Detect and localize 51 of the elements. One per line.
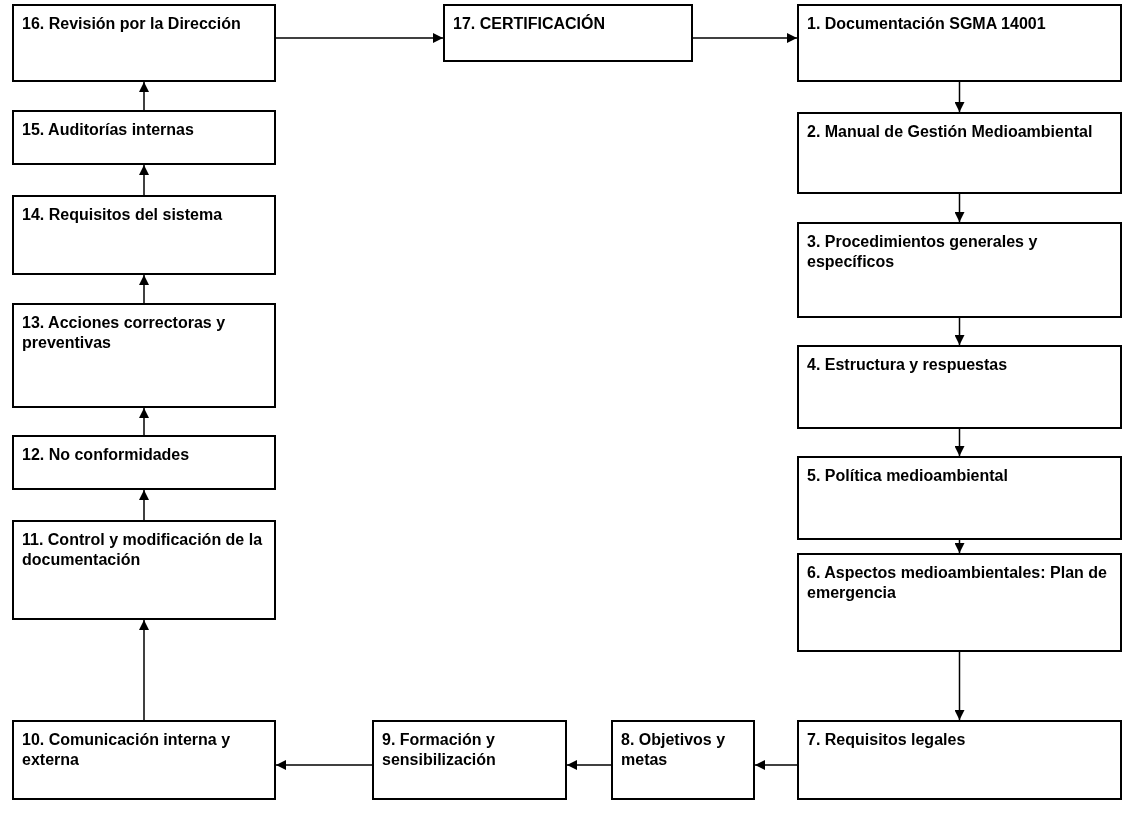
- arrow: [754, 760, 798, 770]
- process-box: [797, 112, 1122, 194]
- process-box: [12, 520, 276, 620]
- arrow: [954, 428, 965, 457]
- arrow: [275, 760, 373, 770]
- arrow: [139, 407, 149, 436]
- step-label: 5. Política medioambiental: [807, 466, 1009, 486]
- process-box: [12, 303, 276, 408]
- process-box: [372, 720, 567, 800]
- arrow: [954, 317, 965, 346]
- process-box: [12, 110, 276, 165]
- process-box: [12, 435, 276, 490]
- arrow: [139, 274, 149, 304]
- arrow: [275, 33, 444, 43]
- step-label: 4. Estructura y respuestas: [807, 355, 1009, 375]
- process-box: [443, 4, 693, 62]
- step-label: 3. Procedimientos generales y específicos: [807, 232, 1039, 272]
- arrow: [954, 651, 965, 721]
- step-label: 10. Comunicación interna y externa: [22, 730, 232, 770]
- step-label: 15. Auditorías internas: [22, 120, 195, 140]
- step-label: 12. No conformidades: [22, 445, 191, 465]
- process-box: [797, 222, 1122, 318]
- arrow: [692, 33, 798, 43]
- process-box: [797, 553, 1122, 652]
- step-label: 9. Formación y sensibilización: [382, 730, 497, 770]
- process-box: [797, 720, 1122, 800]
- step-label: 6. Aspectos medioambientales: Plan de emergencia: [807, 563, 1108, 603]
- arrow: [954, 539, 965, 554]
- step-label: 2. Manual de Gestión Medioambiental: [807, 122, 1094, 142]
- process-box: [797, 4, 1122, 82]
- step-label: 14. Requisitos del sistema: [22, 205, 224, 225]
- arrow: [139, 489, 149, 521]
- arrow: [139, 619, 149, 721]
- step-label: 1. Documentación SGMA 14001: [807, 14, 1047, 34]
- process-box: [12, 195, 276, 275]
- process-box: [797, 345, 1122, 429]
- step-label: 16. Revisión por la Dirección: [22, 14, 242, 34]
- step-label: 7. Requisitos legales: [807, 730, 967, 750]
- process-box: [12, 4, 276, 82]
- arrow: [566, 760, 612, 770]
- process-box: [797, 456, 1122, 540]
- process-box: [12, 720, 276, 800]
- process-box: [611, 720, 755, 800]
- step-label: 17. CERTIFICACIÓN: [453, 14, 606, 34]
- arrow: [954, 193, 965, 223]
- arrow: [139, 164, 149, 196]
- step-label: 8. Objetivos y metas: [621, 730, 727, 770]
- step-label: 13. Acciones correctoras y preventivas: [22, 313, 227, 353]
- arrow: [139, 81, 149, 111]
- arrow: [954, 81, 965, 113]
- step-label: 11. Control y modificación de la documentación: [22, 530, 264, 570]
